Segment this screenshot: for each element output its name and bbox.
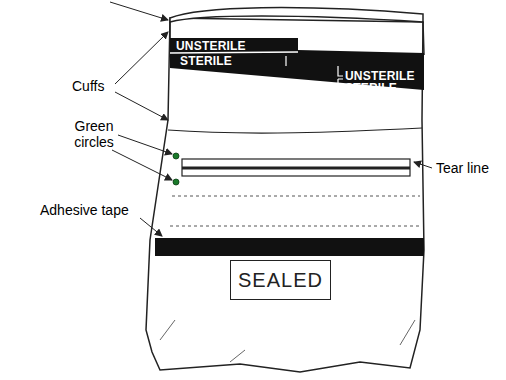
callout-label: Adhesive tape bbox=[40, 202, 129, 218]
box-text: SEALED bbox=[238, 269, 323, 292]
cuff-text: STERILE bbox=[180, 55, 232, 68]
cuff-text: STERILE bbox=[345, 82, 397, 95]
callout-label: Green circles bbox=[66, 118, 122, 150]
callout-label: Cuffs bbox=[72, 78, 104, 94]
sealed-box: SEALED bbox=[230, 260, 331, 300]
callout-label: Tear line bbox=[436, 160, 489, 176]
cuff-text: UNSTERILE bbox=[176, 40, 246, 53]
